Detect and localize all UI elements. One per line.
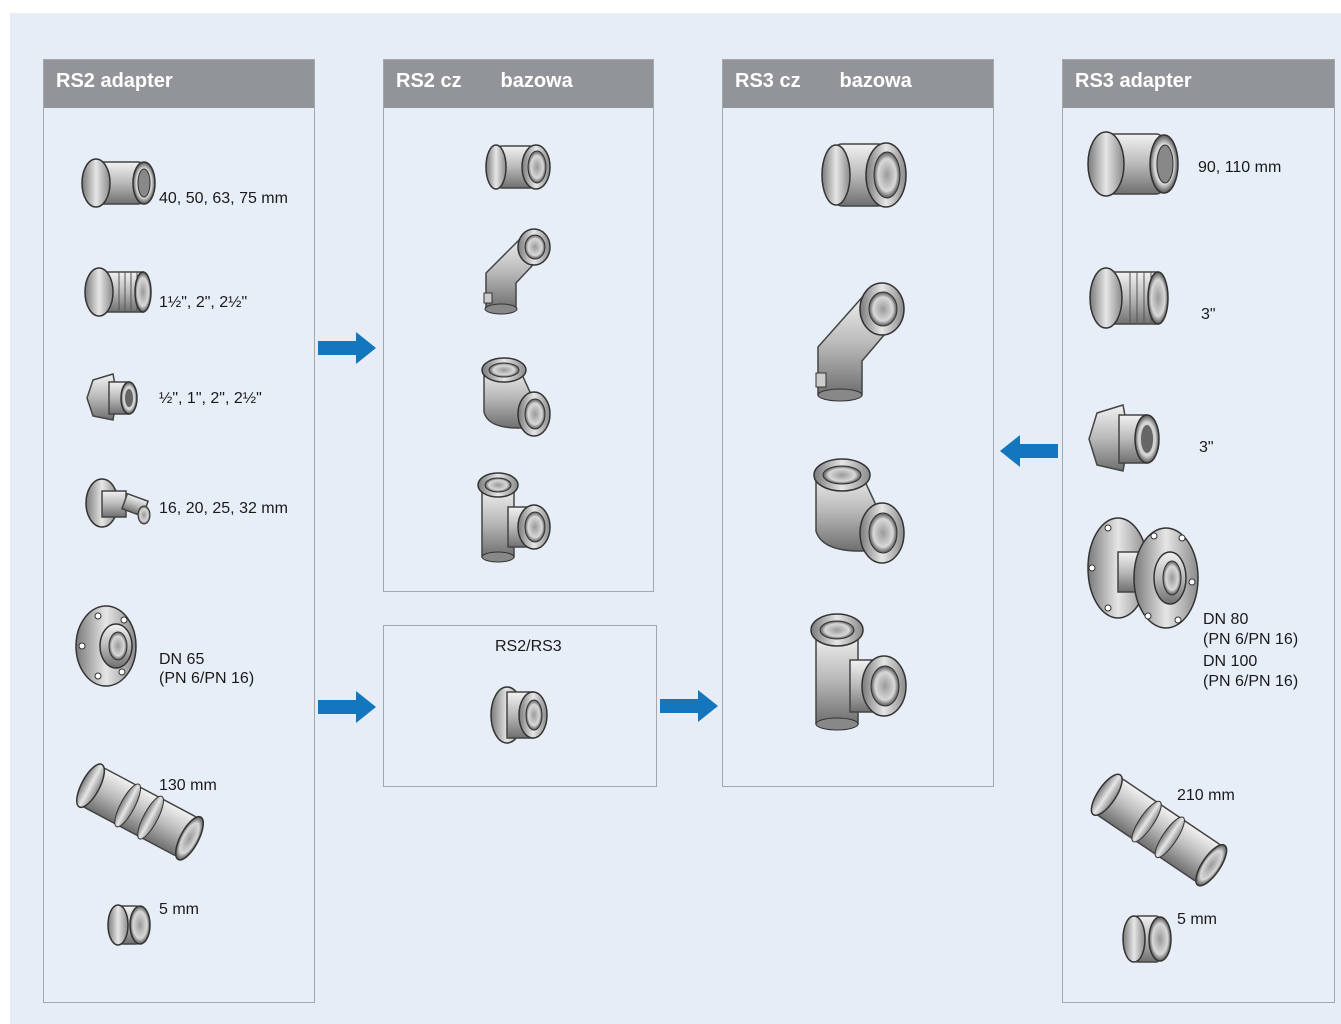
extension-sleeve-icon	[76, 763, 204, 861]
coupling-icon	[821, 142, 907, 208]
coupling-icon	[485, 144, 551, 190]
end-ring-icon	[1122, 915, 1172, 963]
elbow-45-icon	[815, 282, 905, 402]
threaded-adapter-icon	[81, 158, 156, 208]
item-label-secondary: (PN 6/PN 16)	[1203, 631, 1299, 648]
item-label: 1½", 2", 2½"	[159, 294, 248, 311]
arrow-right-icon	[318, 332, 376, 364]
item-label-quaternary: (PN 6/PN 16)	[1203, 673, 1299, 690]
elbow-90-icon	[481, 357, 551, 437]
item-label: 210 mm	[1177, 787, 1235, 804]
flange-adapter-icon	[75, 605, 137, 687]
item-label: DN 80	[1203, 611, 1249, 628]
item-label: 3"	[1201, 306, 1216, 323]
panel-title: RS3 adapter	[1063, 60, 1334, 108]
female-thread-adapter-icon	[1088, 404, 1160, 472]
item-label: 5 mm	[1177, 911, 1217, 928]
extension-sleeve-icon	[1090, 773, 1228, 887]
threaded-adapter-icon	[1087, 131, 1179, 197]
item-label: ½", 1", 2", 2½"	[159, 390, 262, 407]
elbow-90-icon	[813, 458, 905, 564]
transition-title: RS2/RS3	[495, 638, 562, 655]
arrow-right-icon	[660, 690, 718, 722]
item-label-secondary: (PN 6/PN 16)	[159, 670, 255, 687]
item-label: DN 65	[159, 651, 205, 668]
rs2-adapter-panel: RS2 adapter	[43, 59, 315, 1003]
male-thread-adapter-icon	[84, 267, 152, 317]
item-label: 3"	[1199, 439, 1214, 456]
item-label-tertiary: DN 100	[1203, 653, 1258, 670]
item-label: 16, 20, 25, 32 mm	[159, 500, 288, 517]
arrow-right-icon	[318, 691, 376, 723]
end-ring-icon	[107, 904, 151, 946]
double-flange-adapter-icon	[1087, 517, 1199, 629]
panel-title: RS2 cz bazowa	[384, 60, 653, 108]
item-label: 130 mm	[159, 777, 217, 794]
panel-title: RS3 cz bazowa	[723, 60, 993, 108]
item-label: 40, 50, 63, 75 mm	[159, 190, 288, 207]
male-thread-adapter-icon	[1089, 267, 1169, 329]
panel-title: RS2 adapter	[44, 60, 314, 108]
arrow-left-icon	[1000, 435, 1058, 467]
item-label: 90, 110 mm	[1198, 159, 1282, 176]
tee-icon	[810, 613, 907, 731]
female-thread-adapter-icon	[86, 373, 138, 421]
item-label: 5 mm	[159, 901, 199, 918]
reducer-adapter-icon	[85, 478, 151, 528]
tee-icon	[477, 472, 551, 563]
elbow-45-icon	[483, 228, 551, 315]
transition-adapter-icon	[490, 686, 548, 744]
